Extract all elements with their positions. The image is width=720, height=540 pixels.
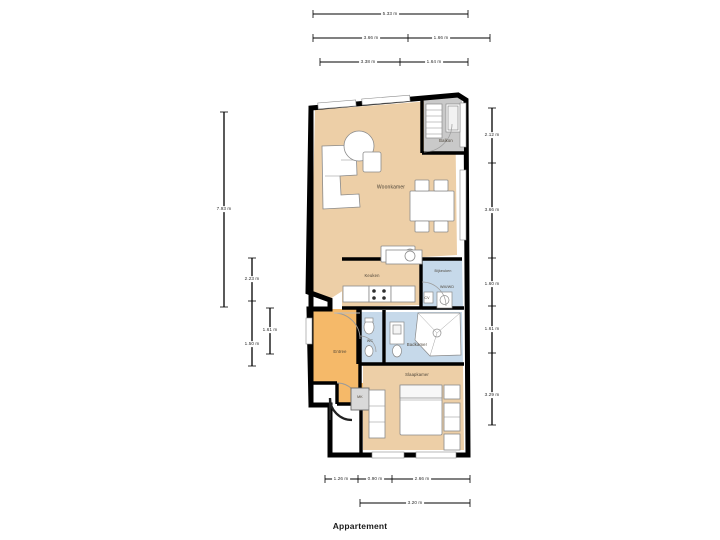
room-label-balkon: Balkon	[439, 137, 453, 143]
window-bed-bottom-2	[415, 451, 457, 459]
dim-bottom-b: 0.90 m	[366, 475, 384, 482]
interior-walls	[311, 99, 464, 453]
room-label-keuken: Keuken	[364, 272, 380, 278]
room-label-woonkamer: Woonkamer	[376, 184, 406, 191]
window-right-living	[459, 169, 467, 241]
dim-left-a: 2.23 m	[243, 275, 261, 282]
windows	[305, 94, 467, 459]
dim-top-d: 1.64 m	[425, 58, 443, 65]
page-title: Appartement	[332, 521, 388, 531]
room-label-badkamer: Badkamer	[406, 341, 428, 347]
window-living-top-left	[317, 99, 357, 110]
room-label-wc: WC	[366, 339, 374, 344]
dim-top-total: 5.33 m	[381, 10, 399, 17]
dim-right-e: 3.29 m	[483, 391, 501, 398]
dim-right-d: 1.61 m	[483, 325, 501, 332]
dim-left-b: 1.50 m	[243, 340, 261, 347]
badkamer-fixtures	[389, 312, 462, 358]
bijkeuken-fixtures	[421, 281, 453, 309]
dim-top-c: 3.38 m	[359, 58, 377, 65]
dim-left-total: 7.93 m	[215, 205, 233, 212]
dim-bottom-d: 3.20 m	[406, 499, 424, 506]
slaapkamer-furniture	[368, 384, 461, 451]
dim-bottom-a: 1.26 m	[332, 475, 350, 482]
room-label-cv: CV	[424, 296, 430, 301]
room-label-bijkeuken: Bijkeuken	[434, 269, 452, 274]
dim-top-b: 1.66 m	[432, 34, 450, 41]
floor-entree	[311, 309, 360, 383]
window-balcony-right	[459, 102, 467, 148]
room-label-entree: Entree	[333, 348, 347, 354]
window-bed-bottom-1	[371, 451, 405, 459]
room-label-wm-wd: WM/WD	[439, 285, 455, 290]
wc-fixtures	[359, 317, 377, 357]
dimension-lines-right	[488, 107, 496, 426]
balkon-furniture	[423, 103, 461, 153]
window-living-top-right	[361, 94, 411, 106]
dim-right-b: 3.66 m	[483, 206, 501, 213]
dim-right-a: 2.12 m	[483, 131, 501, 138]
dim-bottom-c: 2.66 m	[413, 475, 431, 482]
dim-right-c: 1.60 m	[483, 280, 501, 287]
window-entree-left	[305, 317, 313, 345]
room-label-mk: MK	[357, 395, 363, 400]
dimension-lines-top	[312, 10, 491, 66]
room-label-slaapkamer: Slaapkamer	[405, 371, 429, 377]
dim-left-c: 1.61 m	[261, 326, 279, 333]
keuken-furniture	[342, 249, 423, 303]
dim-top-a: 3.66 m	[362, 34, 380, 41]
